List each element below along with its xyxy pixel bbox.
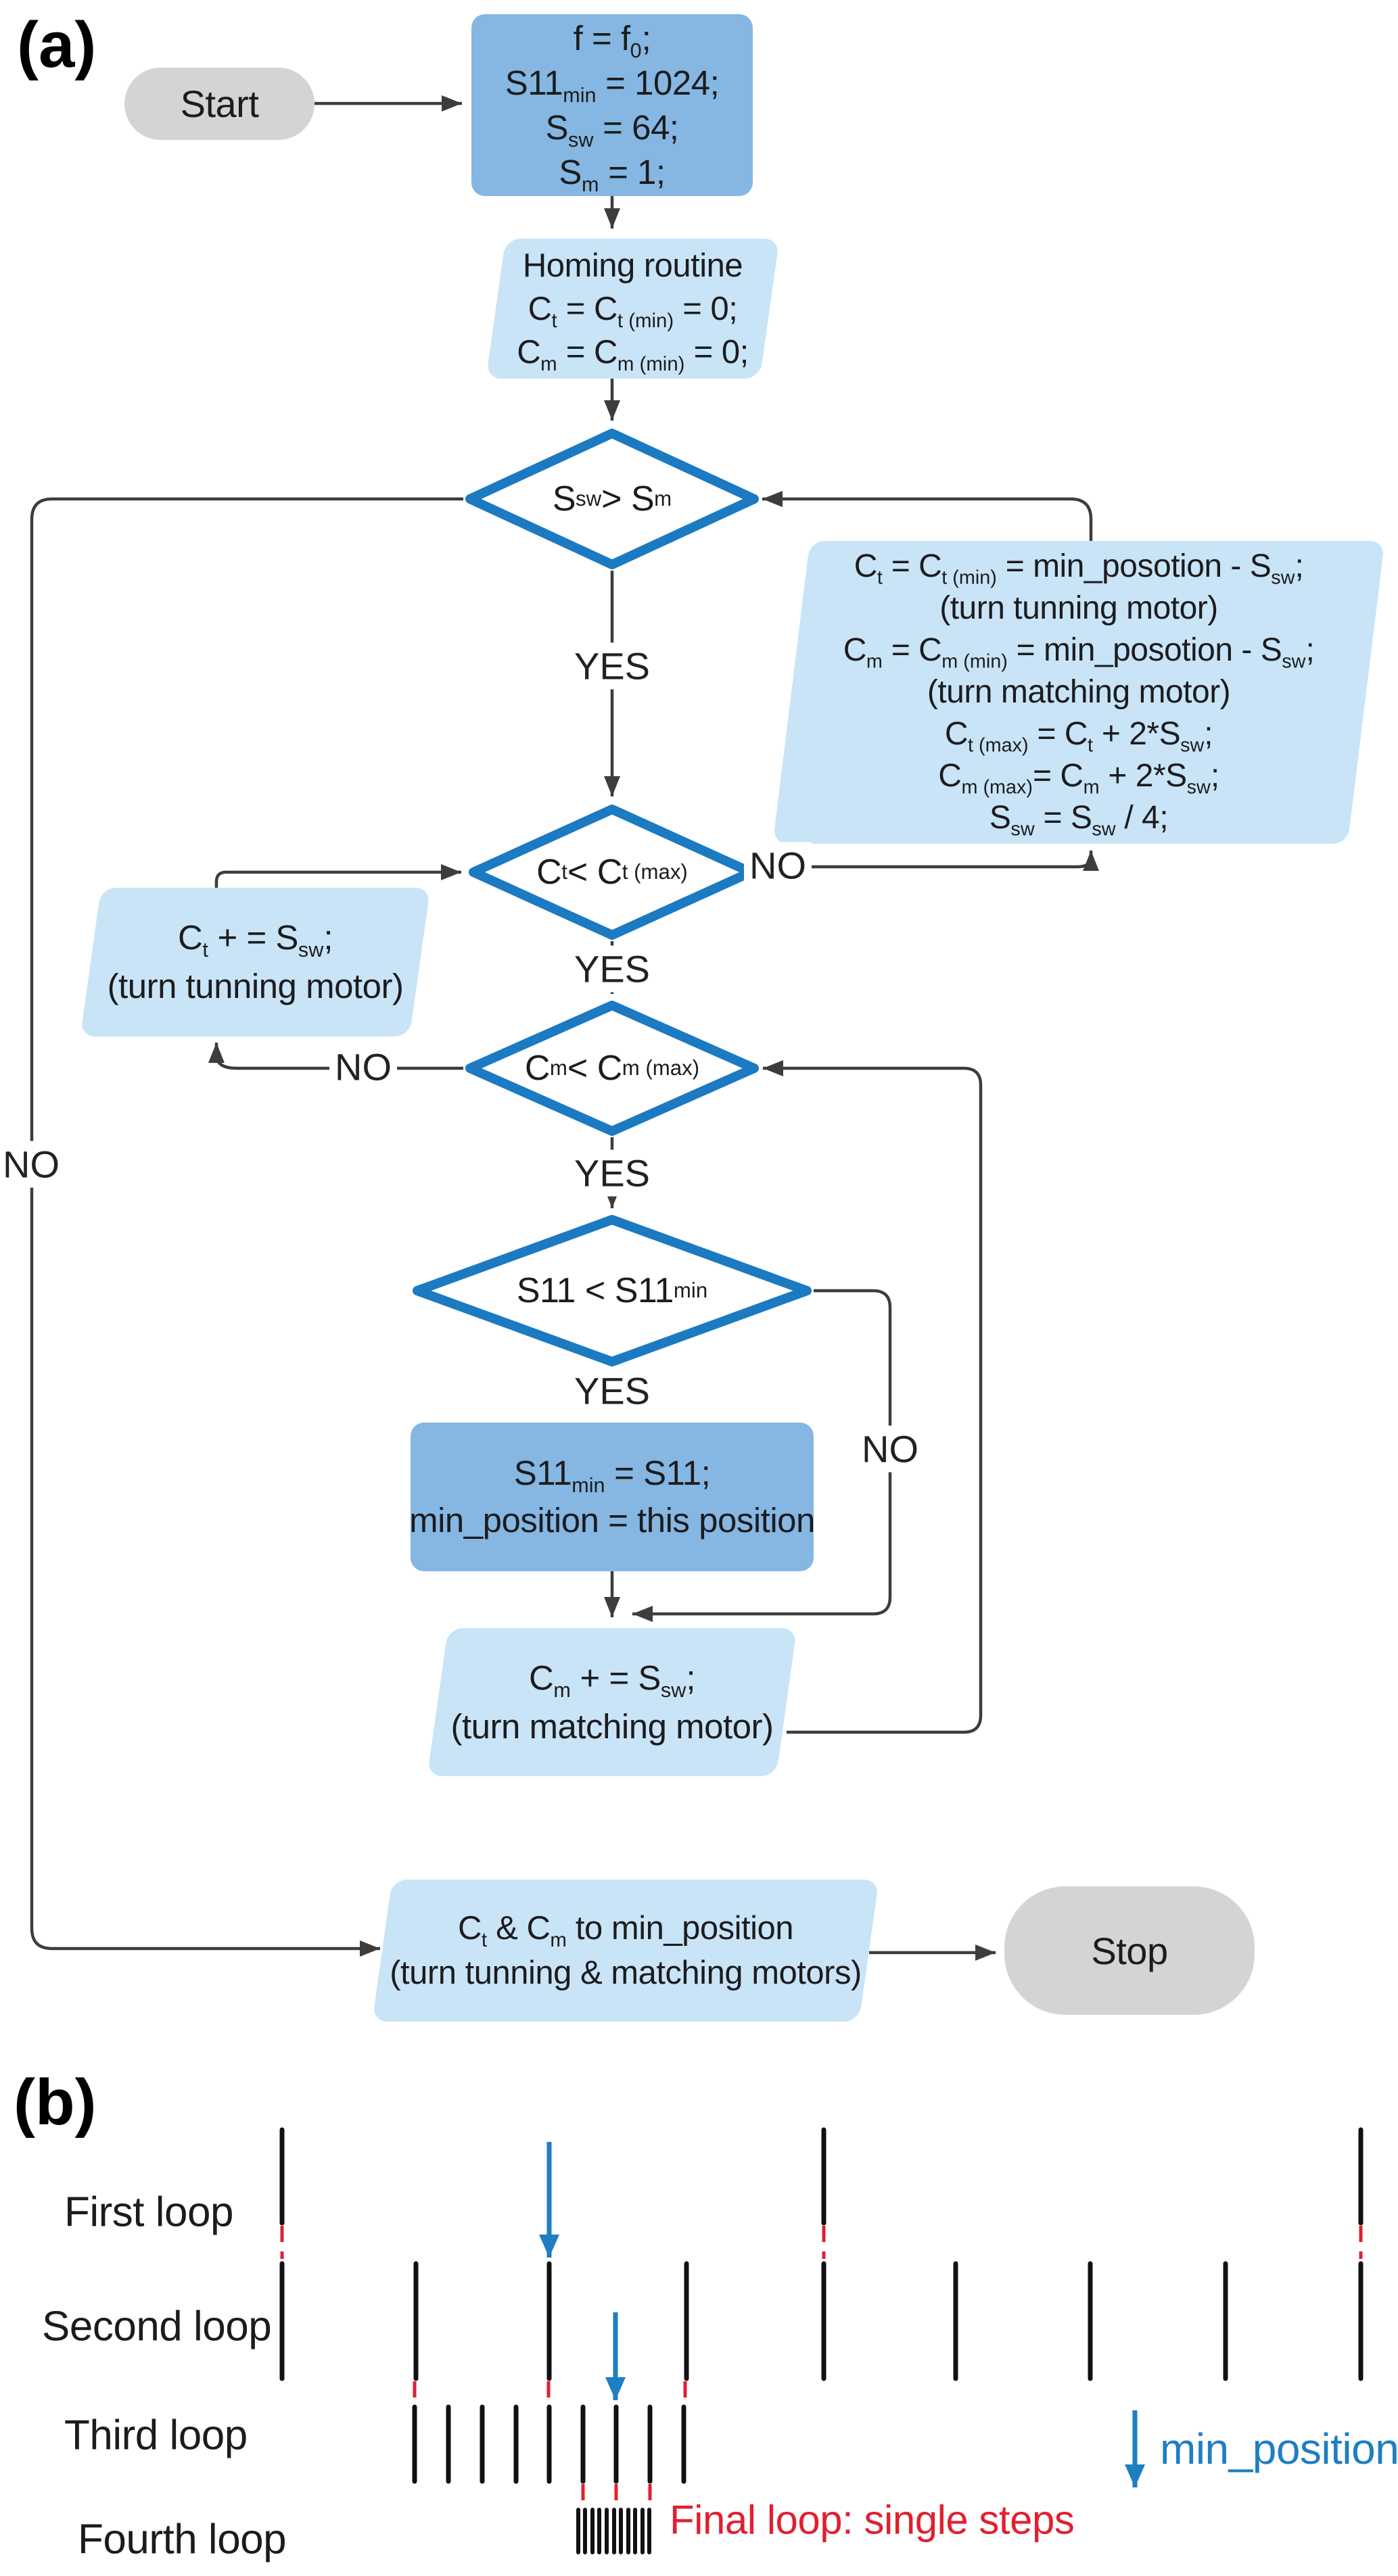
min-position-annotation: min_position: [1160, 2425, 1398, 2473]
row-label-first-loop: First loop: [64, 2189, 233, 2236]
update-line: S11min = S11;: [513, 1454, 711, 1498]
d4-no-label: NO: [856, 1425, 924, 1473]
homing-line: Ct = Ct (min) = 0;: [528, 290, 738, 332]
start-terminator: Start: [124, 68, 314, 140]
match-step-line: (turn matching motor): [450, 1707, 774, 1746]
stop-terminator: Stop: [1004, 1886, 1255, 2015]
wire-matchstep-to-d3: [763, 1060, 983, 1734]
wire-d1-no-left: [30, 497, 463, 1957]
d1-no-label: NO: [0, 1141, 65, 1188]
diamond-outline: [465, 429, 759, 569]
init-line: Sm = 1;: [559, 152, 666, 196]
panel-a-label: (a): [17, 9, 97, 81]
stop-label: Stop: [1091, 1929, 1168, 1972]
init-line: S11min = 1024;: [505, 63, 720, 107]
init-shape: [471, 14, 753, 196]
tune-step-io-parallelogram: Ct + = Ssw; (turn tunning motor): [80, 888, 431, 1036]
d2-yes-label: YES: [568, 945, 656, 993]
refine-line: Ct = Ct (min) = min_posotion - Ssw;: [854, 548, 1304, 589]
d3-yes-label: YES: [568, 1149, 656, 1197]
d3-no-label: NO: [329, 1043, 397, 1091]
wire-tunestep-to-d2: [214, 864, 461, 888]
refine-io-parallelogram: Ct = Ct (min) = min_posotion - Ssw; (tur…: [772, 541, 1385, 844]
match-step-line: Cm + = Ssw;: [528, 1658, 696, 1702]
diamond-outline: [413, 1215, 812, 1366]
match-step-io-parallelogram: Cm + = Ssw; (turn matching motor): [427, 1628, 797, 1776]
goto-min-line: Ct & Cm to min_position: [457, 1910, 794, 1951]
refine-line: Cm = Cm (min) = min_posotion - Ssw;: [843, 632, 1315, 673]
start-label: Start: [180, 82, 259, 125]
d4-yes-label: YES: [568, 1367, 656, 1414]
update-shape: [411, 1423, 814, 1571]
update-min-process-box: S11min = S11; min_position = this positi…: [409, 1423, 815, 1571]
loop-scan-marks: [279, 2127, 1364, 2554]
refine-line: (turn tunning motor): [939, 590, 1218, 626]
refine-line: Cm (max)= Cm + 2*Ssw;: [938, 758, 1219, 798]
tune-step-line: Ct + = Ssw;: [177, 918, 333, 962]
row-label-second-loop: Second loop: [42, 2303, 272, 2350]
tune-step-line: (turn tunning motor): [107, 967, 404, 1005]
init-line: f = f0;: [573, 18, 651, 62]
update-line: min_position = this position: [409, 1501, 815, 1540]
goto-min-io-parallelogram: Ct & Cm to min_position (turn tunning & …: [372, 1880, 879, 2022]
wire-refine-to-d1: [762, 491, 1093, 541]
homing-line: Homing routine: [522, 247, 743, 284]
refine-line: Ssw = Ssw / 4;: [989, 800, 1169, 840]
final-loop-annotation: Final loop: single steps: [670, 2497, 1075, 2543]
wire-d2-no: [758, 851, 1099, 871]
init-line: Ssw = 64;: [545, 108, 679, 151]
row-label-third-loop: Third loop: [64, 2412, 248, 2459]
init-process-box: f = f0; S11min = 1024; Ssw = 64; Sm = 1;: [471, 14, 753, 196]
refine-line: Ct (max) = Ct + 2*Ssw;: [944, 716, 1213, 757]
homing-io-parallelogram: Homing routine Ct = Ct (min) = 0; Cm = C…: [486, 239, 780, 379]
homing-line: Cm = Cm (min) = 0;: [517, 333, 749, 375]
start-shape: [124, 68, 314, 140]
d1-yes-label: YES: [568, 642, 656, 690]
stop-shape: [1004, 1886, 1255, 2015]
row-label-fourth-loop: Fourth loop: [78, 2516, 287, 2563]
panel-b-label: (b): [14, 2066, 97, 2139]
diamond-outline: [465, 1001, 759, 1136]
goto-min-line: (turn tunning & matching motors): [390, 1955, 862, 1991]
refine-line: (turn matching motor): [927, 674, 1231, 710]
wire-d3-no: [208, 1043, 463, 1070]
diamond-outline: [469, 805, 755, 940]
d2-no-label: NO: [744, 842, 812, 889]
